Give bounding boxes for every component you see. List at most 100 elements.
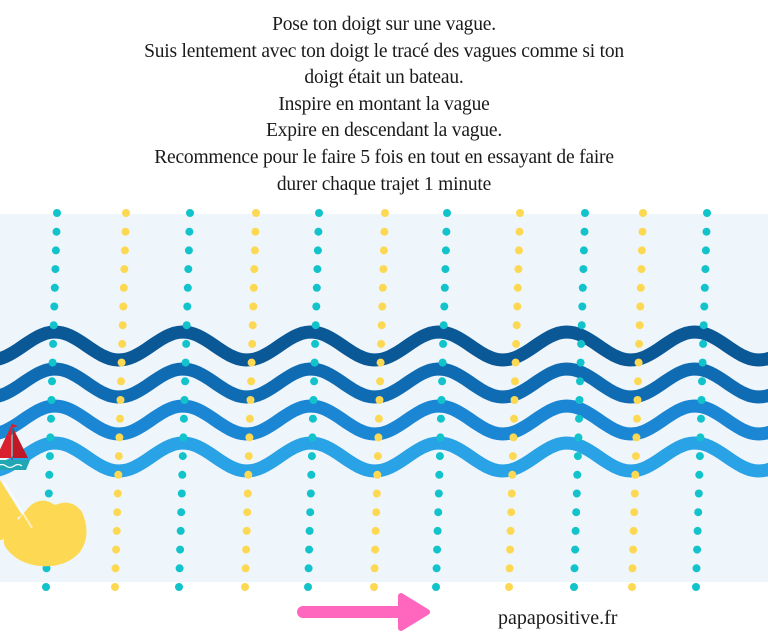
guide-dot [51,246,60,255]
guide-dot [577,321,586,330]
guide-dot [45,452,54,461]
instruction-line: durer chaque trajet 1 minute [276,173,492,195]
guide-dot [244,470,253,479]
guide-dot [509,433,518,442]
guide-dot [120,246,129,255]
guide-dot [512,321,521,330]
guide-dot [507,508,516,517]
guide-dot [628,564,637,573]
guide-dot [694,489,703,498]
guide-dot [636,283,645,292]
guide-dot [507,489,516,498]
guide-dot [371,545,380,554]
guide-dot [510,414,518,423]
guide-dot [122,209,130,217]
guide-dot [42,564,51,573]
guide-dot [443,209,451,217]
guide-dot [433,526,442,535]
guide-dot [700,283,709,292]
guide-dot [696,433,705,442]
guide-dot [175,564,184,573]
guide-dot [175,583,183,591]
guide-dot [505,564,514,573]
pointing-hand-icon [0,480,87,567]
guide-dot [308,433,317,442]
instruction-line: Recommence pour le faire 5 fois en tout … [154,146,614,168]
guide-dot [633,414,641,423]
guide-dot [372,508,381,517]
guide-dot [47,414,55,423]
guide-dot [176,526,185,535]
guide-dot [118,321,127,330]
guide-dot [185,227,194,236]
guide-dot [571,526,580,535]
guide-dot [181,377,190,386]
guide-dot [305,526,314,535]
guide-dot [119,302,128,311]
teal-dot-column [692,209,711,591]
teal-dot-column [570,209,589,591]
guide-dot [511,358,520,367]
guide-dot [376,377,385,386]
guide-dot [434,508,443,517]
guide-dot [42,583,50,591]
guide-dot [440,283,449,292]
guide-dot [249,302,258,311]
guide-dot [182,321,191,330]
guide-dot [45,470,54,479]
guide-dot [181,358,190,367]
teal-dot-column [304,209,323,591]
guide-dot [113,508,122,517]
guide-dot [432,583,440,591]
guide-dot [242,526,251,535]
instruction-line: Suis lentement avec ton doigt le tracé d… [144,40,624,62]
guide-dot [633,396,642,404]
guide-dot [315,209,323,217]
guide-dot [375,396,384,404]
guide-dot [581,209,589,217]
guide-dot [630,508,639,517]
guide-dot [634,377,642,386]
guide-dot [440,302,449,311]
guide-dot [244,452,253,461]
guide-dot [314,227,323,236]
guide-dot [506,545,515,554]
guide-dot [701,246,710,255]
wave-path[interactable] [0,399,768,441]
guide-dot [183,283,192,292]
guide-dot [377,321,386,330]
guide-dot [693,526,702,535]
guide-dot [631,470,640,479]
guide-dot [372,489,381,498]
teal-dot-column [175,209,194,591]
guide-dot [442,227,451,236]
guide-dot [44,489,53,498]
guide-dot [117,377,125,386]
guide-dot [695,470,704,479]
guide-dot [637,246,646,255]
guide-dot [377,339,386,348]
yellow-dot-column [111,209,130,591]
wave-path[interactable] [0,436,768,478]
instructions-text: Pose ton doigt sur une vague. Suis lente… [0,12,768,198]
guide-dot [309,396,318,404]
guide-dot [247,377,256,386]
guide-dot [116,414,124,423]
guide-dot [178,452,187,461]
guide-dot [570,583,578,591]
dotted-guides [42,209,711,591]
guide-dot [52,227,61,236]
guide-dot [113,489,122,498]
guide-dot [115,433,124,442]
guide-dot [511,377,519,386]
guide-dot [579,246,588,255]
guide-dot [441,246,450,255]
sailboat-icon[interactable] [0,424,30,470]
site-credit: papapositive.fr [498,607,618,629]
guide-dot [505,583,513,591]
guide-dot [48,358,57,367]
guide-dot [46,433,55,442]
guide-dot [179,433,188,442]
guide-dot [439,321,448,330]
guide-dot [576,358,585,367]
